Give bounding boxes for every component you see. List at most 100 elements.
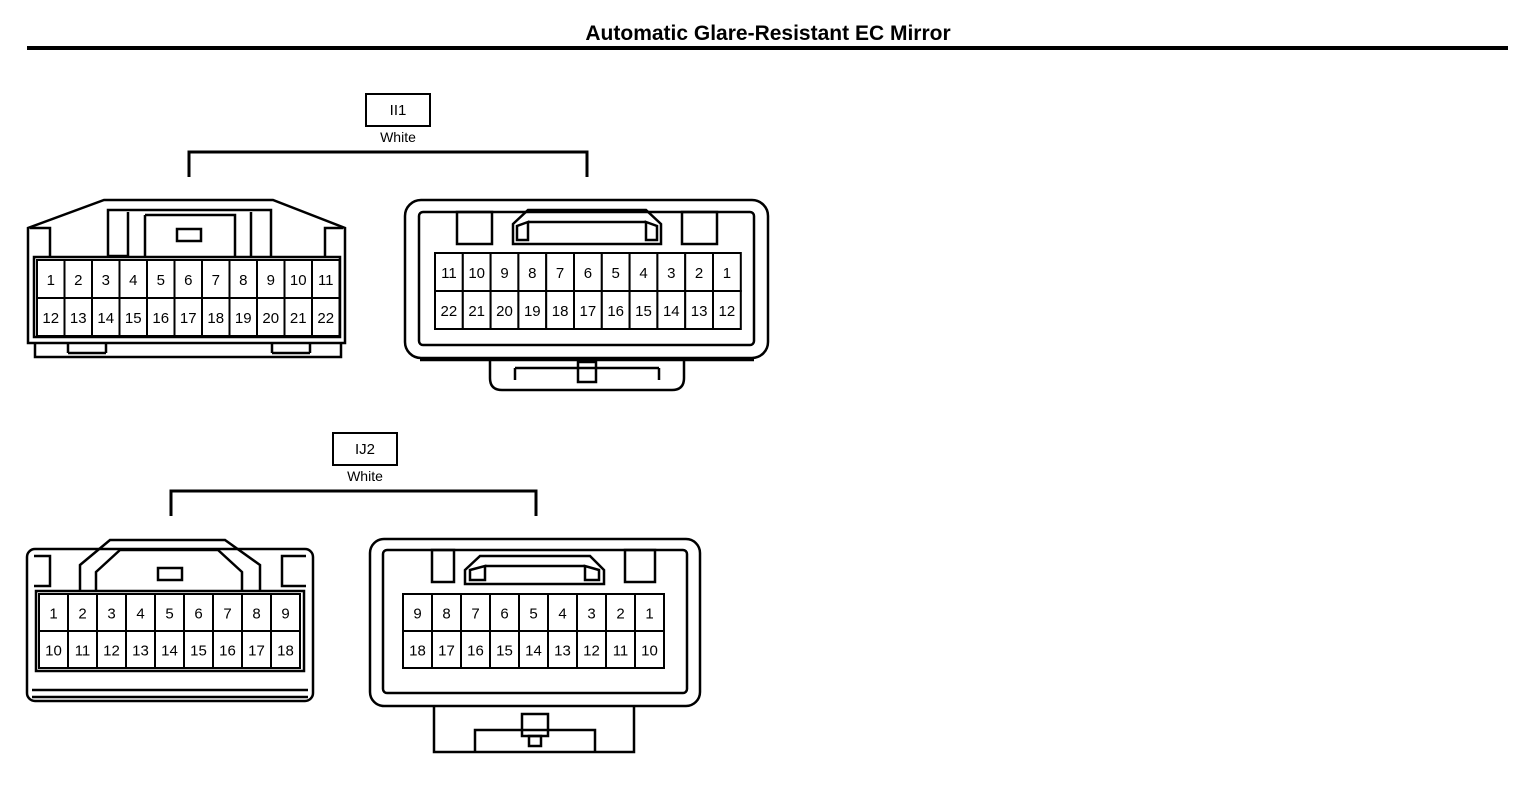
pin-number: 8 <box>252 606 260 623</box>
connector-color: White <box>380 129 416 145</box>
pin-cell: 5 <box>146 259 176 299</box>
pin-number: 11 <box>613 643 629 660</box>
pin-cell-box <box>573 290 603 330</box>
pin-number: 18 <box>277 643 294 660</box>
pin-number: 3 <box>667 265 675 282</box>
pin-cell-box <box>634 630 665 669</box>
pin-cell: 3 <box>96 593 127 632</box>
pin-number: 14 <box>161 643 178 660</box>
title-underline <box>27 46 1508 50</box>
pin-cell-box <box>67 593 98 632</box>
pin-cell-box <box>628 252 659 292</box>
pin-cell: 21 <box>283 297 313 337</box>
pin-cell: 1 <box>36 259 66 299</box>
pin-number: 15 <box>190 643 207 660</box>
pin-number: 5 <box>165 606 173 623</box>
pin-cell: 5 <box>518 593 549 632</box>
pin-number: 10 <box>468 265 485 282</box>
pin-cell-box <box>91 297 121 337</box>
pin-number: 14 <box>525 643 542 660</box>
pin-cell-box <box>38 630 69 669</box>
pin-cell: 14 <box>91 297 121 337</box>
pin-cell: 13 <box>125 630 156 669</box>
pin-cell: 9 <box>402 593 433 632</box>
pin-number: 15 <box>635 303 652 320</box>
pin-cell: 18 <box>201 297 231 337</box>
pin-number: 18 <box>409 643 426 660</box>
pin-cell: 13 <box>547 630 578 669</box>
pin-cell: 16 <box>460 630 491 669</box>
pin-cell: 16 <box>600 290 631 330</box>
pin-number: 5 <box>529 606 537 623</box>
pin-number: 13 <box>70 310 87 327</box>
pin-cell: 9 <box>256 259 286 299</box>
pin-number: 16 <box>219 643 236 660</box>
pin-number: 10 <box>641 643 658 660</box>
pin-number: 7 <box>556 265 564 282</box>
pin-cell: 9 <box>270 593 301 632</box>
pin-cell: 5 <box>154 593 185 632</box>
pin-number: 18 <box>552 303 569 320</box>
pin-cell: 12 <box>712 290 742 330</box>
pin-cell: 10 <box>461 252 492 292</box>
pin-cell-box <box>605 630 636 669</box>
pin-cell-box <box>684 290 715 330</box>
pin-number: 6 <box>584 265 592 282</box>
pin-cell: 15 <box>118 297 148 337</box>
pin-cell: 14 <box>656 290 687 330</box>
pin-number: 21 <box>290 310 307 327</box>
pin-cell: 2 <box>684 252 715 292</box>
pin-cell-box <box>173 297 203 337</box>
pin-cell: 1 <box>712 252 742 292</box>
pin-cell: 15 <box>628 290 659 330</box>
pin-number: 1 <box>47 272 55 289</box>
pin-cell: 14 <box>518 630 549 669</box>
pin-cell-box <box>241 630 272 669</box>
pin-number: 7 <box>212 272 220 289</box>
pin-number: 10 <box>290 272 307 289</box>
pin-cell: 10 <box>283 259 313 299</box>
connector-code: II1 <box>390 102 407 119</box>
pin-number: 22 <box>317 310 334 327</box>
pin-number: 5 <box>157 272 165 289</box>
pin-number: 15 <box>125 310 142 327</box>
pin-number: 16 <box>467 643 484 660</box>
connector-code-box <box>332 432 398 466</box>
pin-cell: 8 <box>431 593 462 632</box>
pin-cell: 12 <box>36 297 66 337</box>
pin-cell: 8 <box>517 252 548 292</box>
pin-cell: 4 <box>118 259 148 299</box>
pin-number: 8 <box>528 265 536 282</box>
pin-number: 15 <box>496 643 513 660</box>
pin-cell-box <box>270 630 301 669</box>
pin-cell: 5 <box>600 252 631 292</box>
pin-number: 16 <box>607 303 624 320</box>
pin-cell: 6 <box>489 593 520 632</box>
pin-cell: 8 <box>241 593 272 632</box>
pin-cell: 11 <box>605 630 636 669</box>
pin-number: 20 <box>496 303 513 320</box>
pin-number: 6 <box>194 606 202 623</box>
pin-cell: 14 <box>154 630 185 669</box>
pin-number: 9 <box>500 265 508 282</box>
pin-cell-box <box>712 290 742 330</box>
pin-cell: 18 <box>545 290 576 330</box>
pin-cell-box <box>283 297 313 337</box>
pin-cell: 13 <box>63 297 93 337</box>
pin-cell: 11 <box>434 252 464 292</box>
pin-cell-box <box>36 297 66 337</box>
pin-number: 12 <box>583 643 600 660</box>
pin-cell: 15 <box>183 630 214 669</box>
pin-cell: 19 <box>517 290 548 330</box>
pin-number: 2 <box>74 272 82 289</box>
pin-cell-box <box>489 290 520 330</box>
pin-cell: 7 <box>545 252 576 292</box>
pin-number: 4 <box>136 606 144 623</box>
pin-cell-box <box>125 593 156 632</box>
connector-ij2-view-2-housing <box>368 537 702 754</box>
pin-cell-box <box>96 630 127 669</box>
pin-number: 7 <box>471 606 479 623</box>
pin-number: 9 <box>413 606 421 623</box>
connector-ii1-header: II1 White <box>187 93 589 177</box>
connector-color: White <box>347 468 383 484</box>
